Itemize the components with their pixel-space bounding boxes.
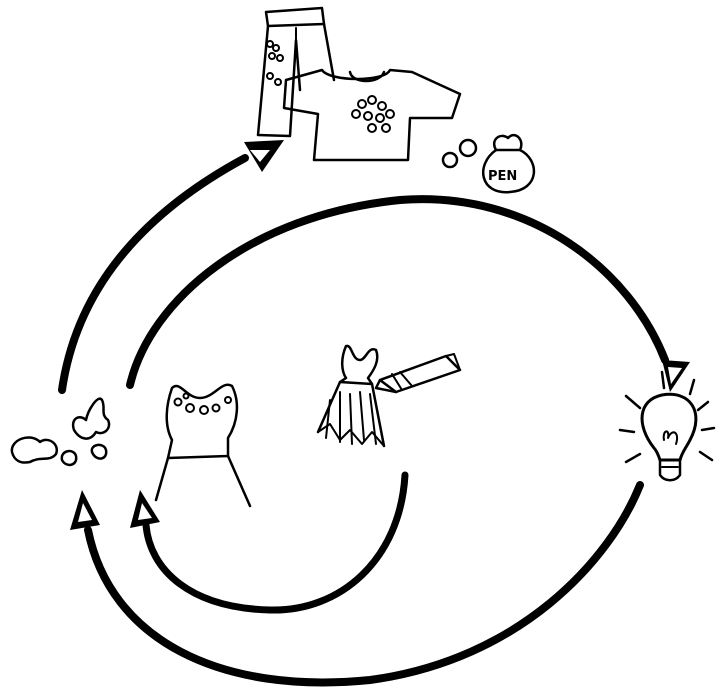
dress-icon: [156, 385, 250, 506]
money-bag-icon: PEN: [443, 135, 534, 192]
new-dress-icon: [318, 346, 384, 446]
arrow-new-dress-to-dress: [130, 475, 405, 610]
coin-bag-label: PEN: [488, 169, 517, 184]
fabric-scraps-icon: [12, 399, 109, 465]
pencil-icon: [376, 354, 460, 392]
arrow-clothes-to-idea: [130, 199, 690, 392]
arrow-scraps-to-clothes: [62, 140, 284, 390]
t-shirt-icon: [284, 70, 460, 160]
light-bulb-icon: [620, 372, 714, 480]
